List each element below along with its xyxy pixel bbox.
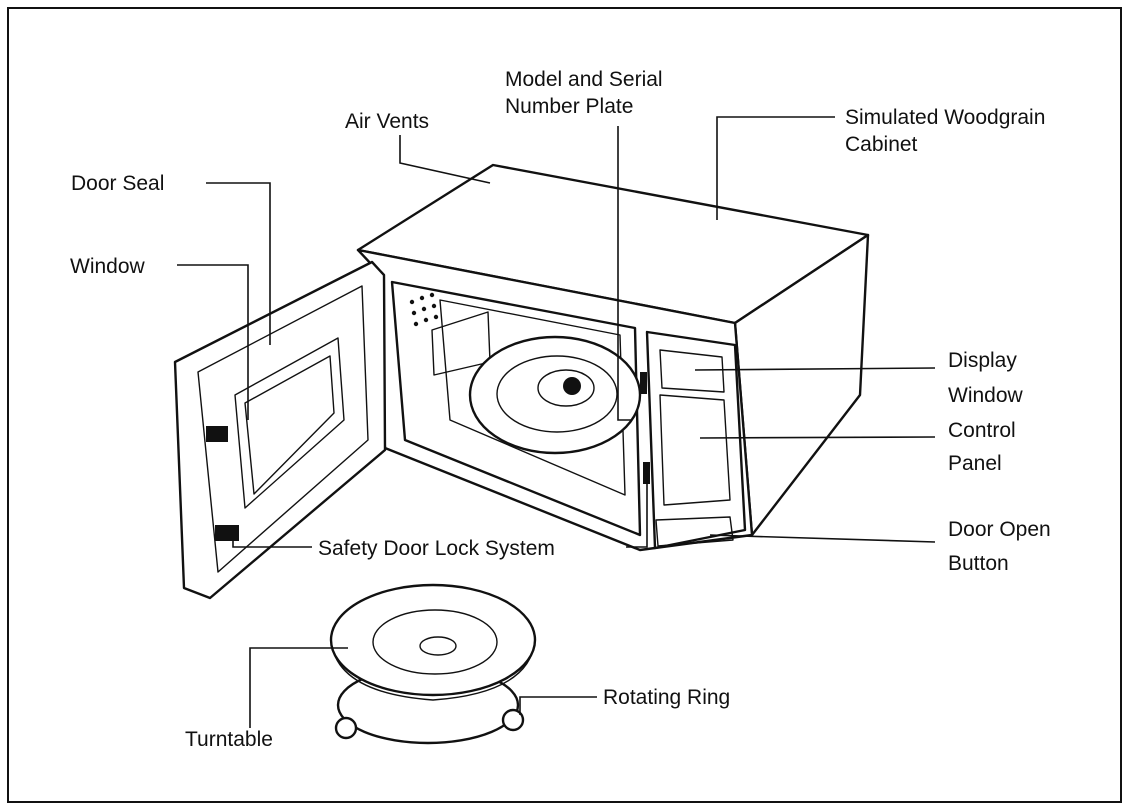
label-turntable: Turntable	[185, 728, 273, 751]
leader-air-vents	[399, 135, 491, 184]
leader-model-plate	[617, 126, 632, 421]
label-safety-lock: Safety Door Lock System	[318, 537, 555, 560]
leader-door-button	[709, 534, 936, 543]
label-model-plate-line2: Number Plate	[505, 95, 633, 118]
diagram-frame	[7, 7, 1122, 803]
door-open-button-shape	[655, 516, 734, 547]
label-door-button-line2: Button	[948, 552, 1009, 575]
leader-window	[177, 264, 249, 420]
label-door-seal: Door Seal	[71, 172, 164, 195]
cavity-back-wall	[439, 299, 626, 496]
leader-safety-lock	[232, 540, 312, 548]
door-window-shape	[234, 337, 345, 509]
turntable-ring	[372, 609, 498, 675]
leader-safety-lock-right	[626, 470, 648, 548]
door-latch-upper	[206, 426, 228, 442]
roller-left	[334, 716, 358, 740]
leader-door-seal	[206, 182, 271, 345]
door-window-inner	[244, 355, 335, 495]
turntable-rim	[330, 639, 536, 701]
door-latch-lower	[215, 525, 239, 541]
label-air-vents: Air Vents	[345, 110, 429, 133]
label-window: Window	[70, 255, 146, 278]
inner-turntable	[468, 335, 642, 455]
cavity-vent-holes	[409, 292, 439, 327]
microwave-illustration	[173, 163, 870, 745]
roller-right	[501, 708, 525, 732]
inner-turntable-ring	[496, 355, 618, 433]
leader-cabinet	[716, 116, 835, 220]
control-panel-body	[645, 330, 747, 550]
label-display-line1: Display	[948, 349, 1017, 372]
label-rotating-ring: Rotating Ring	[603, 686, 730, 709]
label-control-line2: Panel	[948, 452, 1002, 475]
label-cabinet-line1: Simulated Woodgrain	[845, 106, 1045, 129]
inner-turntable-hub	[537, 369, 595, 407]
inner-turntable-coupler	[563, 377, 581, 395]
latch-slot-upper	[640, 372, 647, 394]
label-door-button-line1: Door Open	[948, 518, 1051, 541]
label-display-line2: Window	[948, 384, 1024, 407]
label-cabinet-line2: Cabinet	[845, 133, 918, 156]
leader-control-panel	[699, 436, 936, 439]
turntable-hub	[419, 636, 457, 656]
door-panel	[173, 260, 387, 600]
leader-lines	[177, 116, 936, 728]
labels: Model and Serial Number Plate Air Vents …	[70, 68, 1051, 751]
label-model-plate-line1: Model and Serial	[505, 68, 663, 91]
keypad-area	[659, 394, 731, 506]
turntable-plate	[329, 583, 537, 697]
leader-turntable	[249, 647, 348, 728]
label-control-line1: Control	[948, 419, 1016, 442]
display-window-shape	[659, 349, 725, 393]
door-seal-shape	[197, 285, 369, 573]
leader-rotating-ring	[519, 696, 597, 715]
leader-display	[694, 367, 936, 371]
